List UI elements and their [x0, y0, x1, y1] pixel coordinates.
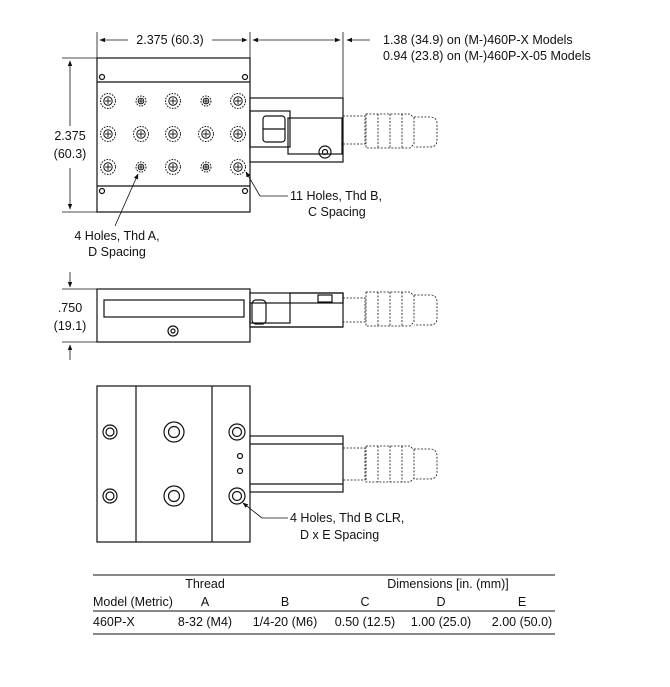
- table-group-thread: Thread: [185, 577, 225, 591]
- hole-grid: [100, 93, 246, 175]
- top-view: 2.375 (60.3) 1.38 (34.9) on (M-)460P-X M…: [54, 32, 591, 259]
- table-cell-e: 2.00 (50.0): [492, 615, 552, 629]
- holes-a-callout-2: D Spacing: [88, 245, 146, 259]
- table-group-dimensions: Dimensions [in. (mm)]: [387, 577, 509, 591]
- table-header-c: C: [360, 595, 369, 609]
- width-dimension: 2.375 (60.3): [136, 33, 203, 47]
- table-header-a: A: [201, 595, 210, 609]
- table-cell-model: 460P-X: [93, 615, 135, 629]
- bottom-holes-callout-2: D x E Spacing: [300, 528, 379, 542]
- side-view: .750 (19.1): [54, 272, 438, 360]
- table-header-e: E: [518, 595, 526, 609]
- bottom-holes-callout-1: 4 Holes, Thd B CLR,: [290, 511, 404, 525]
- holes-a-callout-1: 4 Holes, Thd A,: [74, 229, 159, 243]
- holes-b-callout-1: 11 Holes, Thd B,: [290, 189, 382, 203]
- side-height-value: .750: [58, 301, 82, 315]
- table-cell-a: 8-32 (M4): [178, 615, 232, 629]
- extension-note-1: 1.38 (34.9) on (M-)460P-X Models: [383, 33, 573, 47]
- extension-note-2: 0.94 (23.8) on (M-)460P-X-05 Models: [383, 49, 591, 63]
- table-cell-d: 1.00 (25.0): [411, 615, 471, 629]
- table-cell-c: 0.50 (12.5): [335, 615, 395, 629]
- height-dimension-metric: (60.3): [54, 147, 87, 161]
- side-height-metric: (19.1): [54, 319, 87, 333]
- spec-table: Thread Dimensions [in. (mm)] Model (Metr…: [93, 574, 555, 635]
- table-header-d: D: [436, 595, 445, 609]
- table-cell-b: 1/4-20 (M6): [253, 615, 318, 629]
- table-header-model: Model (Metric): [93, 595, 173, 609]
- holes-b-callout-2: C Spacing: [308, 205, 366, 219]
- height-dimension-value: 2.375: [54, 129, 85, 143]
- bottom-view: 4 Holes, Thd B CLR, D x E Spacing: [96, 385, 438, 543]
- table-header-b: B: [281, 595, 289, 609]
